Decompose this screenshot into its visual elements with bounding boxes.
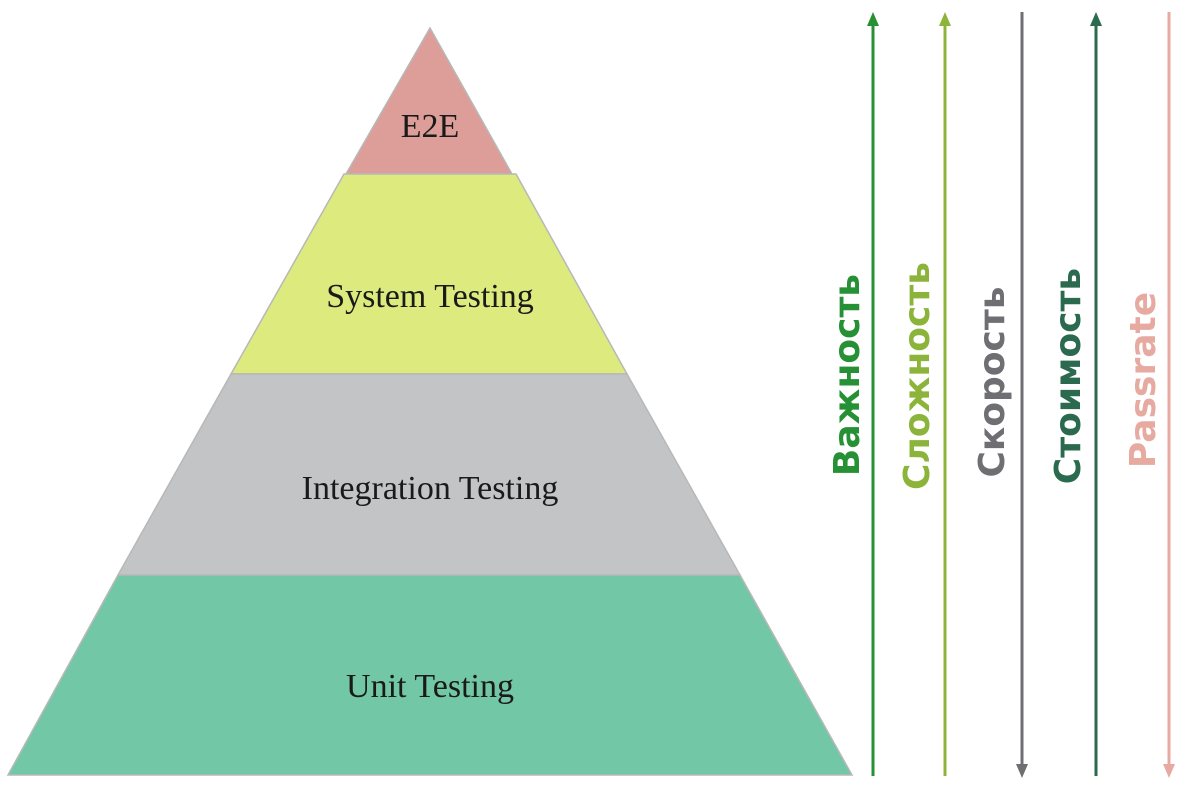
axis-importance: Важность [827,12,879,776]
arrow-down-icon [1016,764,1028,778]
axis-cost-label: Стоимость [1048,268,1089,484]
axis-speed: Скорость [972,12,1028,778]
pyramid-level-unit-testing-label: Unit Testing [346,668,514,705]
pyramid-level-integration-testing-label: Integration Testing [302,470,559,507]
axis-speed-label: Скорость [972,286,1013,477]
pyramid-level-e2e-label: E2E [401,108,460,145]
axis-complexity: Сложность [897,12,951,776]
axis-passrate: Passrate [1123,12,1175,778]
axis-complexity-label: Сложность [897,262,938,490]
arrow-up-icon [1090,12,1102,26]
axis-importance-label: Важность [827,274,868,476]
arrow-down-icon [1163,764,1175,778]
pyramid-level-system-testing [229,173,629,375]
pyramid: E2E System Testing Integration Testing U… [6,26,854,776]
arrow-up-icon [939,12,951,26]
arrow-up-icon [867,12,879,26]
metric-axes: Важность Сложность Скорость Стоимость Pa… [827,12,1175,778]
pyramid-level-unit-testing [6,574,854,776]
axis-cost: Стоимость [1048,12,1102,776]
axis-passrate-label: Passrate [1123,292,1164,468]
pyramid-level-e2e [344,26,514,175]
pyramid-level-system-testing-label: System Testing [326,278,534,315]
